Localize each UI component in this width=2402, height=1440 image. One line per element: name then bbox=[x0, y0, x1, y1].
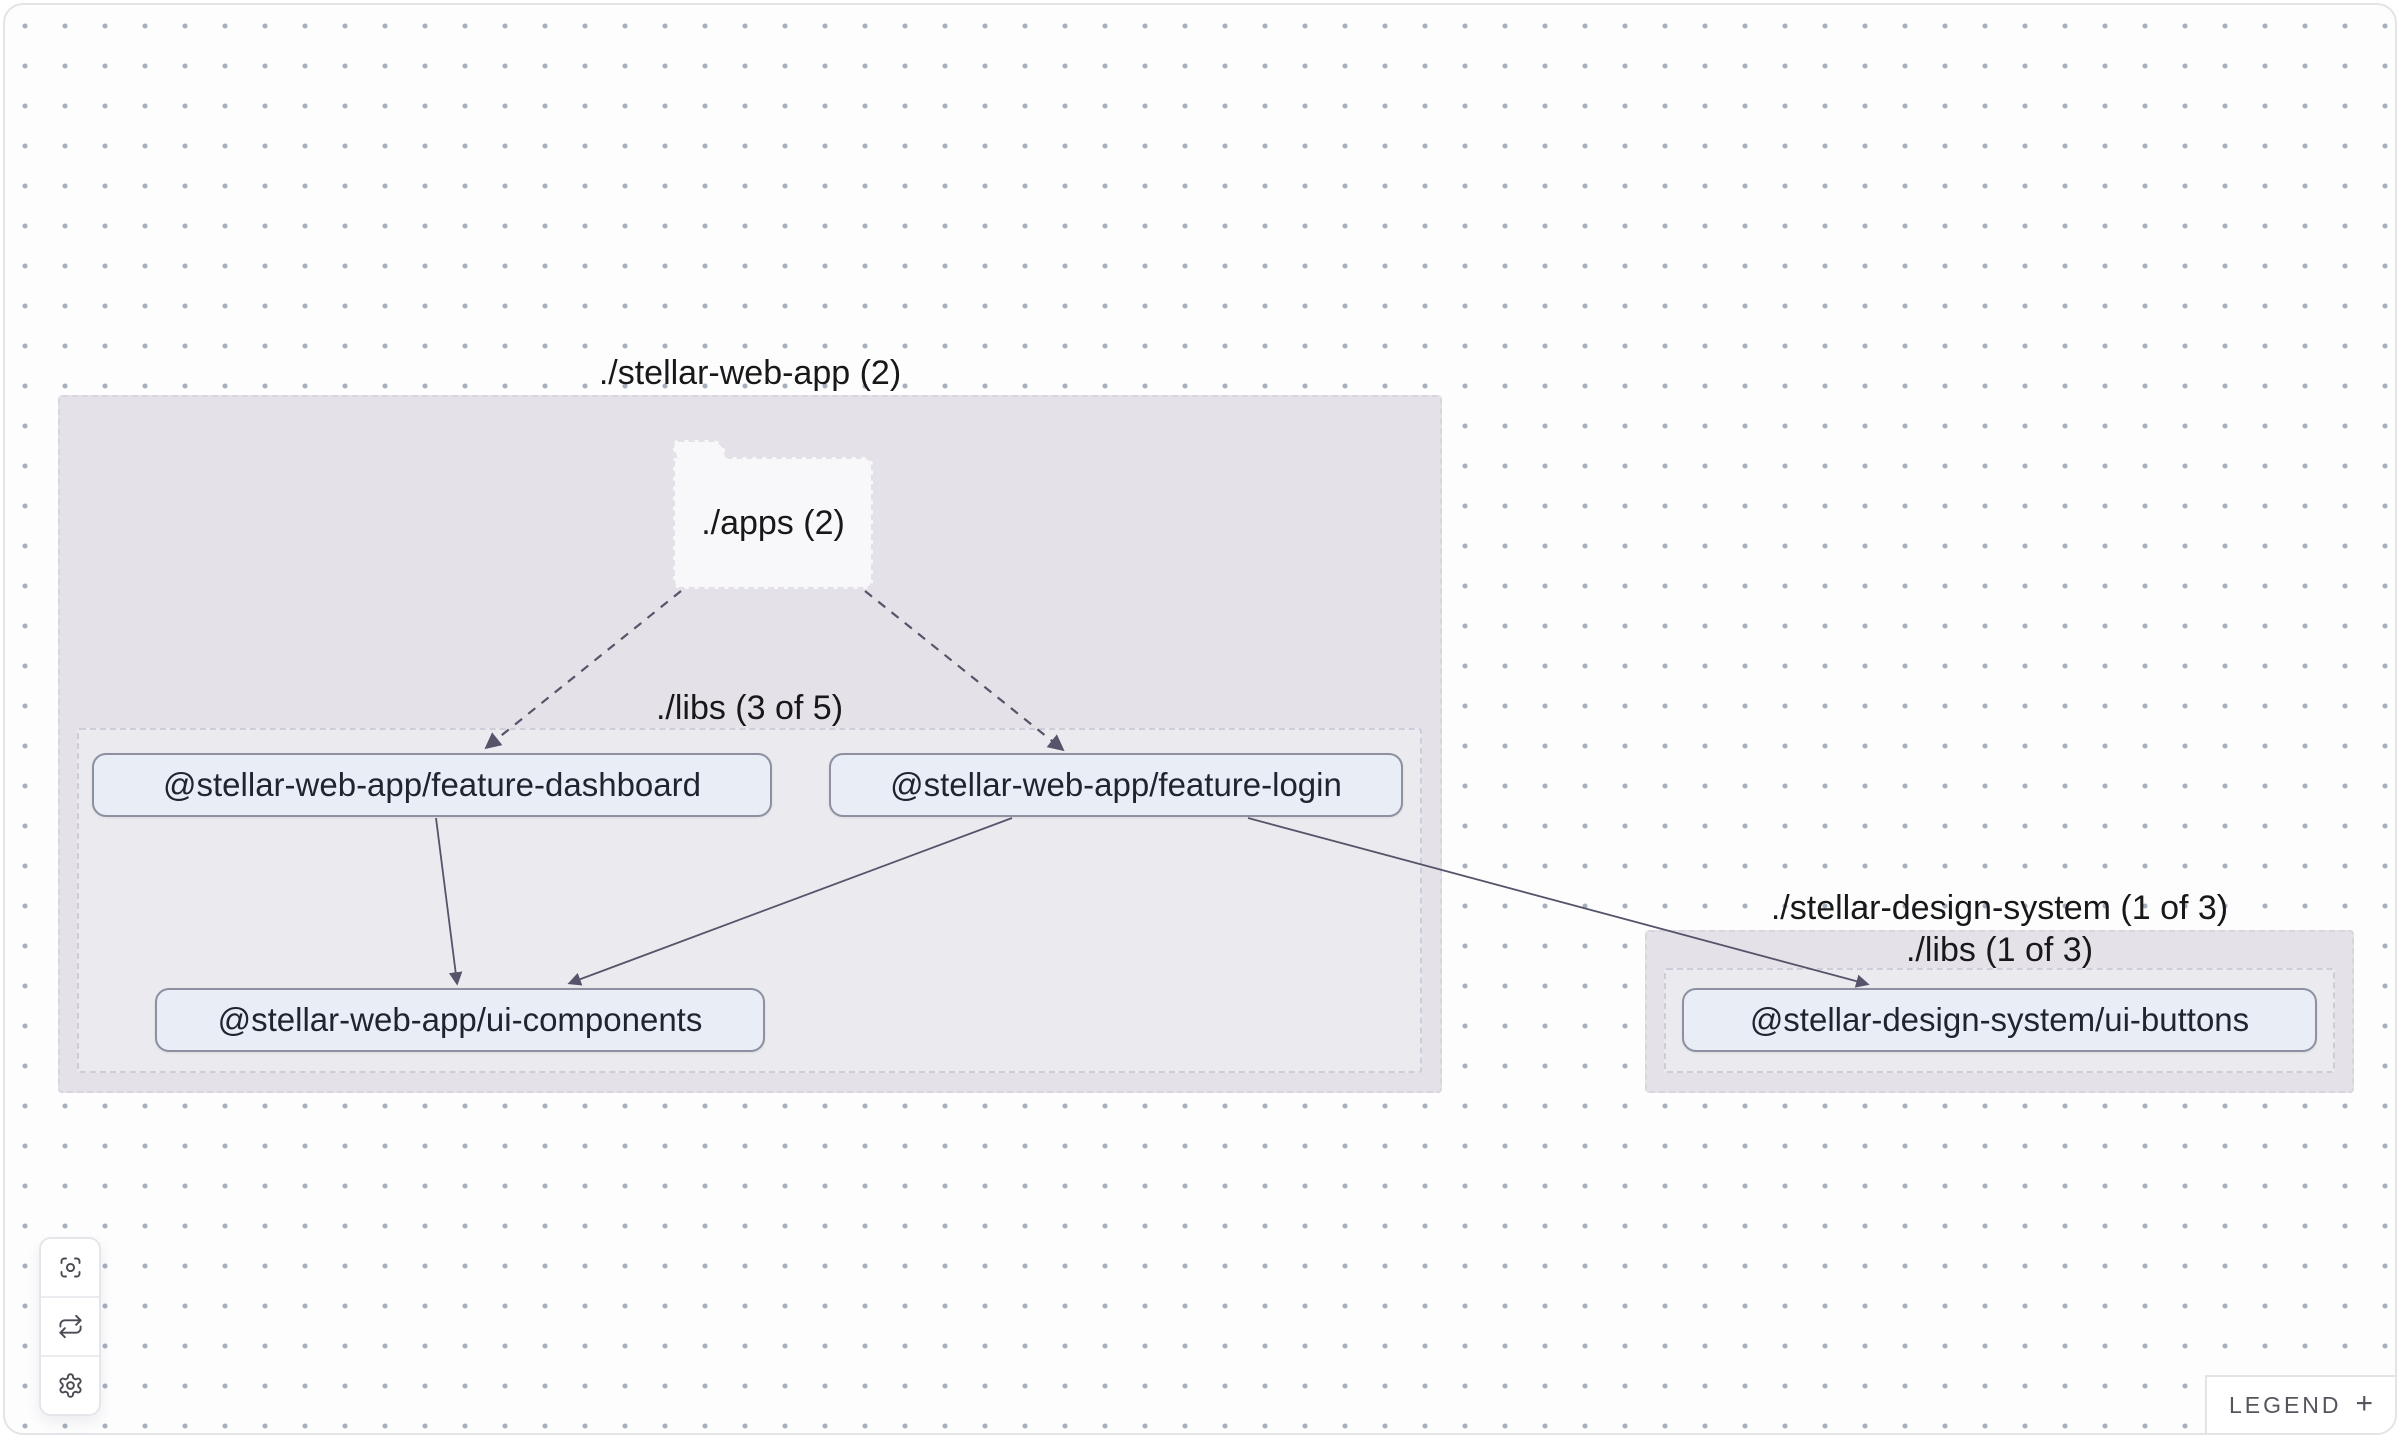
focus-button[interactable] bbox=[41, 1239, 99, 1296]
dependency-edges-layer bbox=[435, 590, 1870, 988]
legend-button[interactable]: LEGEND + bbox=[2205, 1375, 2395, 1433]
subgroup-label-libs-stellar-web-app: ./libs (3 of 5) bbox=[655, 689, 844, 727]
project-node-feature-dashboard[interactable]: @stellar-web-app/feature-dashboard bbox=[92, 753, 772, 817]
project-node-ui-buttons[interactable]: @stellar-design-system/ui-buttons bbox=[1682, 988, 2317, 1052]
gear-icon bbox=[58, 1373, 82, 1398]
refresh-button[interactable] bbox=[41, 1296, 99, 1355]
graph-canvas[interactable]: ./stellar-web-app (2) ./libs (3 of 5) ./… bbox=[3, 3, 2397, 1435]
refresh-icon bbox=[58, 1314, 82, 1339]
canvas-toolbar bbox=[39, 1237, 101, 1416]
project-node-ui-components[interactable]: @stellar-web-app/ui-components bbox=[155, 988, 765, 1052]
dependency-edge[interactable] bbox=[435, 817, 463, 986]
legend-expand-icon: + bbox=[2355, 1386, 2374, 1420]
dependency-edge[interactable] bbox=[484, 590, 682, 750]
settings-button[interactable] bbox=[41, 1355, 99, 1414]
dependency-edge[interactable] bbox=[1247, 817, 1870, 988]
subgroup-label-libs-stellar-design-system: ./libs (1 of 3) bbox=[1905, 931, 2094, 969]
project-node-feature-login[interactable]: @stellar-web-app/feature-login bbox=[829, 753, 1403, 817]
folder-node-apps[interactable]: ./apps (2) bbox=[670, 440, 873, 589]
legend-label: LEGEND bbox=[2228, 1391, 2342, 1418]
folder-label-apps: ./apps (2) bbox=[701, 503, 845, 542]
folder-tab bbox=[670, 440, 728, 460]
group-label-stellar-design-system: ./stellar-design-system (1 of 3) bbox=[1770, 889, 2229, 927]
focus-icon bbox=[60, 1257, 80, 1278]
dependency-edge[interactable] bbox=[864, 590, 1065, 752]
dependency-edge[interactable] bbox=[567, 817, 1013, 986]
group-label-stellar-web-app: ./stellar-web-app (2) bbox=[598, 354, 902, 392]
